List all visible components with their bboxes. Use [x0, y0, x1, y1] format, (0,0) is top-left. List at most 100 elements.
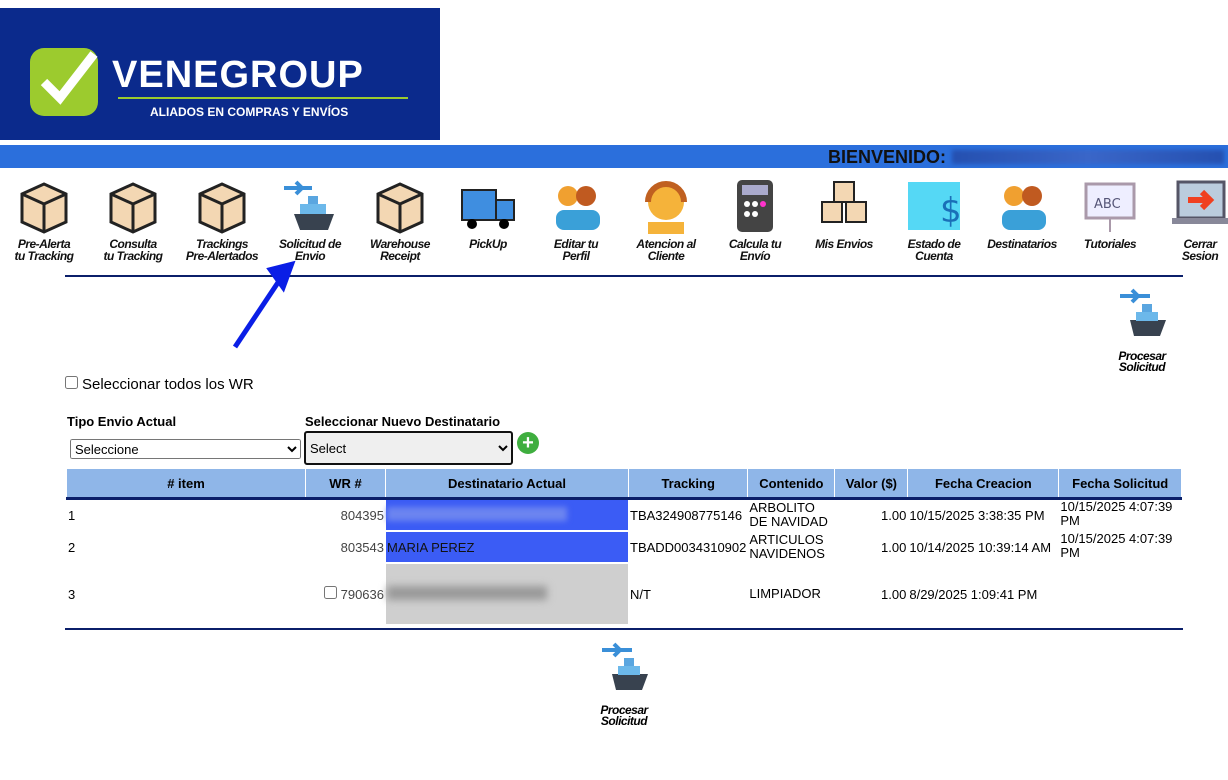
- wr-cell: 790636: [306, 564, 385, 624]
- nav-item-3[interactable]: Trackings Pre-Alertados: [178, 174, 266, 269]
- select-all-label: Seleccionar todos los WR: [82, 376, 254, 393]
- fecha-solicitud-cell: 10/15/2025 4:07:39 PM: [1060, 499, 1173, 528]
- users-plus-icon: [1002, 186, 1046, 230]
- dollar-statement-icon: $: [908, 182, 962, 231]
- valor-cell: 1.00: [881, 507, 907, 523]
- recipient-redacted: [387, 506, 567, 521]
- box-check-icon: [198, 182, 246, 234]
- tracking-cell: TBADD0034310902: [630, 539, 747, 555]
- valor-cell: 1.00: [881, 539, 907, 555]
- table-header-rule: [66, 497, 1182, 500]
- destinatario-cell: MARIA PEREZ: [386, 532, 628, 562]
- nav-item-7[interactable]: Editar tu Perfil: [532, 174, 620, 269]
- welcome-bar: BIENVENIDO:: [0, 145, 1228, 168]
- svg-text:$: $: [940, 191, 962, 231]
- nav-label: Trackings Pre-Alertados: [185, 237, 259, 263]
- table-row: 1 804395 TBA324908775146 ARBOLITO DE NAVIDA…: [67, 500, 1181, 530]
- nav-item-10[interactable]: Mis Envios: [800, 174, 888, 269]
- nav-label: Consulta tu Tracking: [103, 237, 163, 263]
- contenido-cell: LIMPIADOR: [749, 586, 821, 601]
- checkmark-logo-icon: [30, 48, 98, 116]
- box-plus-icon: [20, 182, 68, 234]
- col-destinatario: Destinatario Actual: [386, 469, 628, 498]
- wr-number: 790636: [340, 587, 384, 602]
- wr-cell: 803543: [306, 532, 385, 562]
- recipient-name: MARIA PEREZ: [387, 539, 475, 555]
- col-valor: Valor ($): [835, 469, 908, 498]
- fecha-solicitud-cell: [1059, 564, 1181, 624]
- truck-icon: [461, 189, 515, 229]
- fecha-creacion-cell: 8/29/2025 1:09:41 PM: [909, 586, 1038, 602]
- nav-item-12[interactable]: Destinatarios: [978, 174, 1066, 269]
- contenido-cell: ARBOLITO DE NAVIDAD: [749, 500, 828, 529]
- tracking-cell: TBA324908775146: [630, 507, 743, 523]
- logo-divider: [118, 97, 408, 99]
- process-request-button-top[interactable]: Procesar Solicitud: [1107, 286, 1177, 373]
- nav-label: Warehouse Receipt: [370, 237, 430, 263]
- divider: [65, 275, 1183, 277]
- fecha-creacion-cell: 10/15/2025 3:38:35 PM: [909, 507, 1045, 523]
- nav-label: Atencion al Cliente: [636, 237, 696, 263]
- row-checkbox[interactable]: [323, 586, 337, 599]
- users-gear-icon: [556, 186, 600, 230]
- laptop-logout-icon: [1172, 180, 1228, 224]
- wr-cell: 804395: [306, 500, 385, 530]
- nav-label: Destinatarios: [987, 237, 1057, 251]
- nav-item-9[interactable]: Calcula tu Envío: [711, 174, 799, 269]
- brand-name: VENEGROUP: [112, 54, 364, 96]
- nav-label: Tutoriales: [1083, 237, 1137, 251]
- table-bottom-rule: [65, 628, 1183, 630]
- fecha-solicitud-cell: 10/15/2025 4:07:39 PM: [1060, 531, 1173, 560]
- destinatario-cell: [386, 564, 628, 624]
- process-request-button-bottom[interactable]: Procesar Solicitud: [589, 640, 659, 727]
- contenido-cell: ARTICULOS NAVIDENOS: [749, 532, 825, 561]
- boxes-icon: [821, 181, 867, 223]
- welcome-text: BIENVENIDO:: [827, 147, 946, 167]
- venegroup-logo: VENEGROUP ALIADOS EN COMPRAS Y ENVÍOS: [0, 8, 440, 140]
- select-all-wr[interactable]: Seleccionar todos los WR: [63, 376, 254, 393]
- add-recipient-icon[interactable]: +: [517, 432, 539, 454]
- nav-label: Cerrar Sesion: [1181, 237, 1219, 263]
- recipient-redacted: [387, 585, 547, 600]
- wr-table: # item WR # Destinatario Actual Tracking…: [66, 467, 1182, 626]
- nav-item-5[interactable]: Warehouse Receipt: [356, 174, 444, 269]
- abc-board-icon: ABC: [1084, 182, 1136, 232]
- plane-ship-icon: [602, 642, 648, 690]
- select-all-checkbox[interactable]: [65, 376, 78, 389]
- annotation-arrow-icon: [232, 260, 296, 349]
- nuevo-destinatario-select[interactable]: Select: [304, 431, 513, 465]
- valor-cell: 1.00: [881, 586, 907, 602]
- col-tracking: Tracking: [629, 469, 748, 498]
- calculator-icon: [737, 180, 773, 232]
- destinatario-cell: [386, 500, 628, 530]
- plane-ship-icon: [284, 180, 334, 230]
- item-cell: 3: [68, 586, 76, 602]
- nav-item-11[interactable]: $Estado de Cuenta: [890, 174, 978, 269]
- plane-ship-icon: [1120, 288, 1166, 336]
- nav-label: Mis Envios: [815, 237, 873, 251]
- nav-item-13[interactable]: ABC Tutoriales: [1066, 174, 1154, 269]
- nav-item-1[interactable]: Pre-Alerta tu Tracking: [0, 174, 88, 269]
- nav-label: Solicitud de Envio: [278, 237, 342, 263]
- nav-label: Pre-Alerta tu Tracking: [14, 237, 74, 263]
- nav-label: PickUp: [469, 237, 507, 251]
- tracking-cell: N/T: [630, 586, 651, 602]
- nav-item-2[interactable]: Consulta tu Tracking: [89, 174, 177, 269]
- nav-item-4[interactable]: Solicitud de Envio: [266, 174, 354, 269]
- svg-text:ABC: ABC: [1094, 197, 1121, 212]
- col-fecha-solicitud: Fecha Solicitud: [1059, 469, 1181, 498]
- nav-item-6[interactable]: PickUp: [444, 174, 532, 269]
- nav-item-14[interactable]: Cerrar Sesion: [1156, 174, 1228, 269]
- col-contenido: Contenido: [748, 469, 835, 498]
- col-item: # item: [67, 469, 305, 498]
- tipo-envio-select[interactable]: Seleccione: [70, 439, 301, 459]
- item-cell: 1: [68, 507, 76, 523]
- nav-label: Calcula tu Envío: [728, 237, 782, 263]
- wr-number: 804395: [340, 507, 384, 523]
- wr-number: 803543: [340, 539, 384, 555]
- process-request-label: Procesar Solicitud: [1118, 349, 1166, 374]
- nav-item-8[interactable]: Atencion al Cliente: [622, 174, 710, 269]
- box-receipt-icon: [376, 182, 424, 234]
